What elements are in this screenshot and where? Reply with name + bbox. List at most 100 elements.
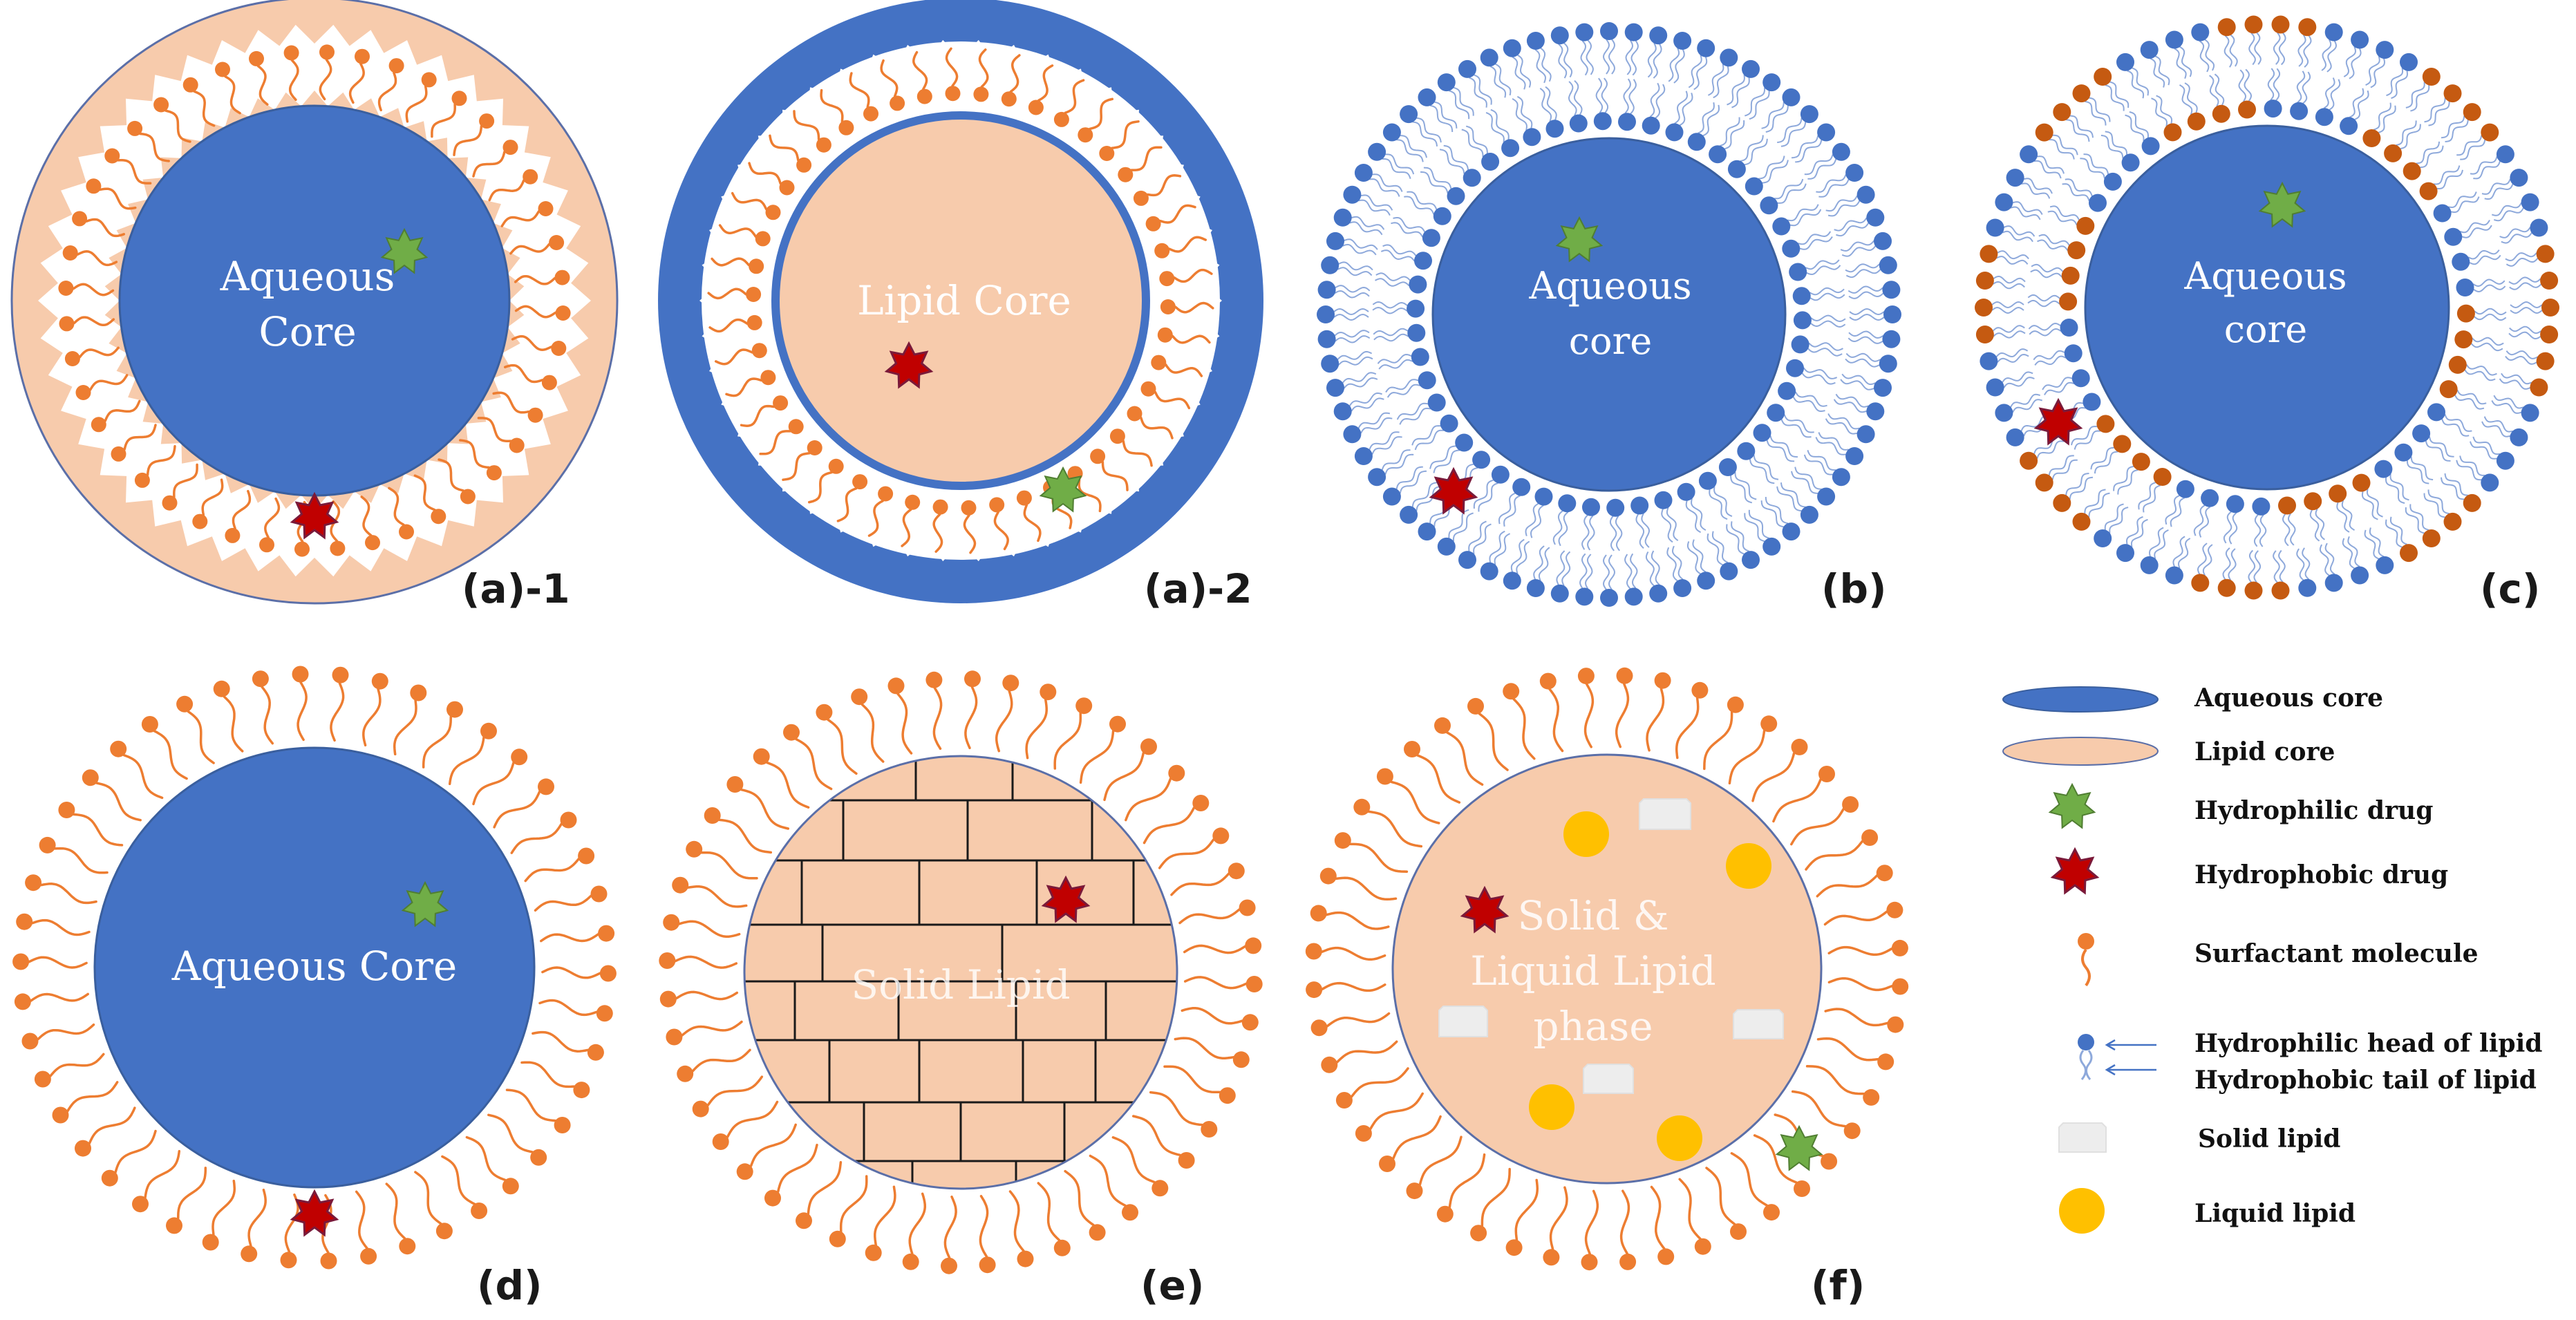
- phospholipid: [1753, 424, 1798, 462]
- core-label: Aqueous Core: [171, 943, 458, 990]
- phospholipid: [2441, 103, 2481, 142]
- surfactant-molecule: [500, 201, 554, 227]
- phospholipid: [2244, 549, 2263, 600]
- phospholipid: [1845, 256, 1897, 279]
- surfactant-molecule: [348, 48, 370, 104]
- surfactant-molecule: [520, 1061, 590, 1099]
- phospholipid: [2271, 549, 2290, 600]
- surfactant-molecule: [865, 1185, 896, 1261]
- lipid-core: [771, 111, 1150, 490]
- surfactant-molecule: [534, 885, 608, 912]
- surfactant-molecule: [59, 316, 115, 332]
- hydrophilic-drug-icon: [401, 880, 449, 927]
- phospholipid: [2454, 330, 2504, 352]
- surfactant-molecule: [1772, 766, 1835, 823]
- phospholipid: [1718, 458, 1757, 504]
- surfactant-molecule: [1650, 1185, 1675, 1265]
- phospholipid: [1677, 482, 1707, 534]
- phospholipid: [2423, 489, 2462, 531]
- surfactant-molecule: [1140, 381, 1191, 410]
- surfactant-molecule: [731, 191, 781, 220]
- phospholipid: [2384, 120, 2421, 162]
- surfactant-molecule: [422, 701, 463, 769]
- phospholipid: [1995, 193, 2043, 220]
- surfactant-molecule: [1111, 1136, 1169, 1197]
- surfactant-molecule: [1705, 1167, 1747, 1241]
- phospholipid: [2385, 516, 2418, 563]
- surfactant-molecule: [1678, 1178, 1711, 1255]
- phospholipid: [1666, 545, 1692, 597]
- surfactant-molecule: [510, 811, 577, 854]
- panel-label: (a)-1: [462, 565, 570, 612]
- surfactant-molecule: [759, 419, 804, 455]
- phospholipid: [1986, 218, 2036, 243]
- phospholipid: [1512, 95, 1541, 147]
- hydrophobic-drug-icon: [2050, 847, 2100, 895]
- surfactant-molecule: [1728, 715, 1778, 785]
- surfactant-molecule: [1675, 681, 1709, 760]
- liquid-lipid-particles: [1529, 811, 1771, 1161]
- surfactant-molecule: [816, 704, 858, 775]
- phospholipid: [2020, 435, 2065, 470]
- hydrophilic-drug-icon: [380, 227, 429, 274]
- phospholipid: [2343, 30, 2369, 79]
- phospholipid: [1485, 109, 1520, 158]
- phospholipid: [2448, 355, 2497, 381]
- phospholipid: [1744, 73, 1781, 120]
- phospholipid: [1418, 88, 1458, 133]
- legend: Aqueous core Lipid core Hydrophilic drug…: [2002, 683, 2542, 1234]
- phospholipid: [2342, 536, 2369, 585]
- phospholipid: [1317, 305, 1369, 323]
- phospholipid: [2020, 145, 2065, 179]
- surfactant-molecule: [465, 1135, 519, 1195]
- surfactant-icon: [2078, 933, 2094, 987]
- surfactant-molecule: [1163, 1065, 1236, 1104]
- surfactant-molecule: [362, 672, 388, 747]
- surfactant-molecule: [283, 45, 299, 102]
- surfactant-molecule: [1170, 862, 1245, 896]
- phospholipid: [1382, 466, 1427, 506]
- surfactant-molecule: [509, 235, 565, 255]
- phospholipid: [1698, 471, 1733, 520]
- surfactant-molecule: [726, 776, 790, 830]
- surfactant-molecule: [487, 1113, 547, 1166]
- phospholipid: [1980, 245, 2029, 265]
- surfactant-ring: [1305, 667, 1909, 1271]
- phospholipid: [2296, 547, 2317, 597]
- surfactant-molecule: [901, 494, 921, 547]
- surfactant-molecule: [176, 695, 215, 764]
- phospholipid: [2094, 68, 2130, 111]
- solid-lipid-icon: [1733, 1009, 1784, 1039]
- phospholipid: [2072, 84, 2111, 126]
- phospholipid: [1385, 371, 1436, 398]
- phospholipid: [2499, 218, 2548, 244]
- phospholipid: [1709, 117, 1745, 164]
- phospholipid: [1526, 32, 1552, 84]
- solid-lipid-icon: [1583, 1064, 1634, 1094]
- mixed-phospholipid-bilayer: [1975, 15, 2559, 600]
- phospholipid: [1642, 82, 1666, 135]
- surfactant-molecule: [961, 500, 977, 554]
- phospholipid: [1461, 125, 1500, 171]
- phospholipid: [1321, 350, 1373, 373]
- phospholipid: [1600, 22, 1618, 75]
- phospholipid: [1791, 466, 1836, 506]
- phospholipid: [1848, 330, 1901, 348]
- hydrophilic-drug-icon: [1775, 1124, 1823, 1171]
- surfactant-molecule: [1434, 717, 1484, 786]
- phospholipid: [2456, 304, 2507, 323]
- phospholipid: [2364, 527, 2394, 574]
- surfactant-molecule: [1008, 1190, 1034, 1267]
- surfactant-molecule: [1543, 1186, 1568, 1266]
- phospholipid: [2403, 141, 2444, 180]
- surfactant-molecule: [252, 670, 274, 745]
- phospholipid: [1654, 491, 1679, 543]
- surfactant-molecule: [532, 1030, 604, 1061]
- surfactant-molecule: [1025, 683, 1057, 760]
- phospholipid: [1793, 311, 1846, 330]
- surfactant-molecule: [1823, 901, 1903, 926]
- surfactant-molecule: [1730, 1152, 1780, 1221]
- solid-lipid-outline: [743, 755, 1178, 1190]
- phospholipid: [1737, 442, 1779, 484]
